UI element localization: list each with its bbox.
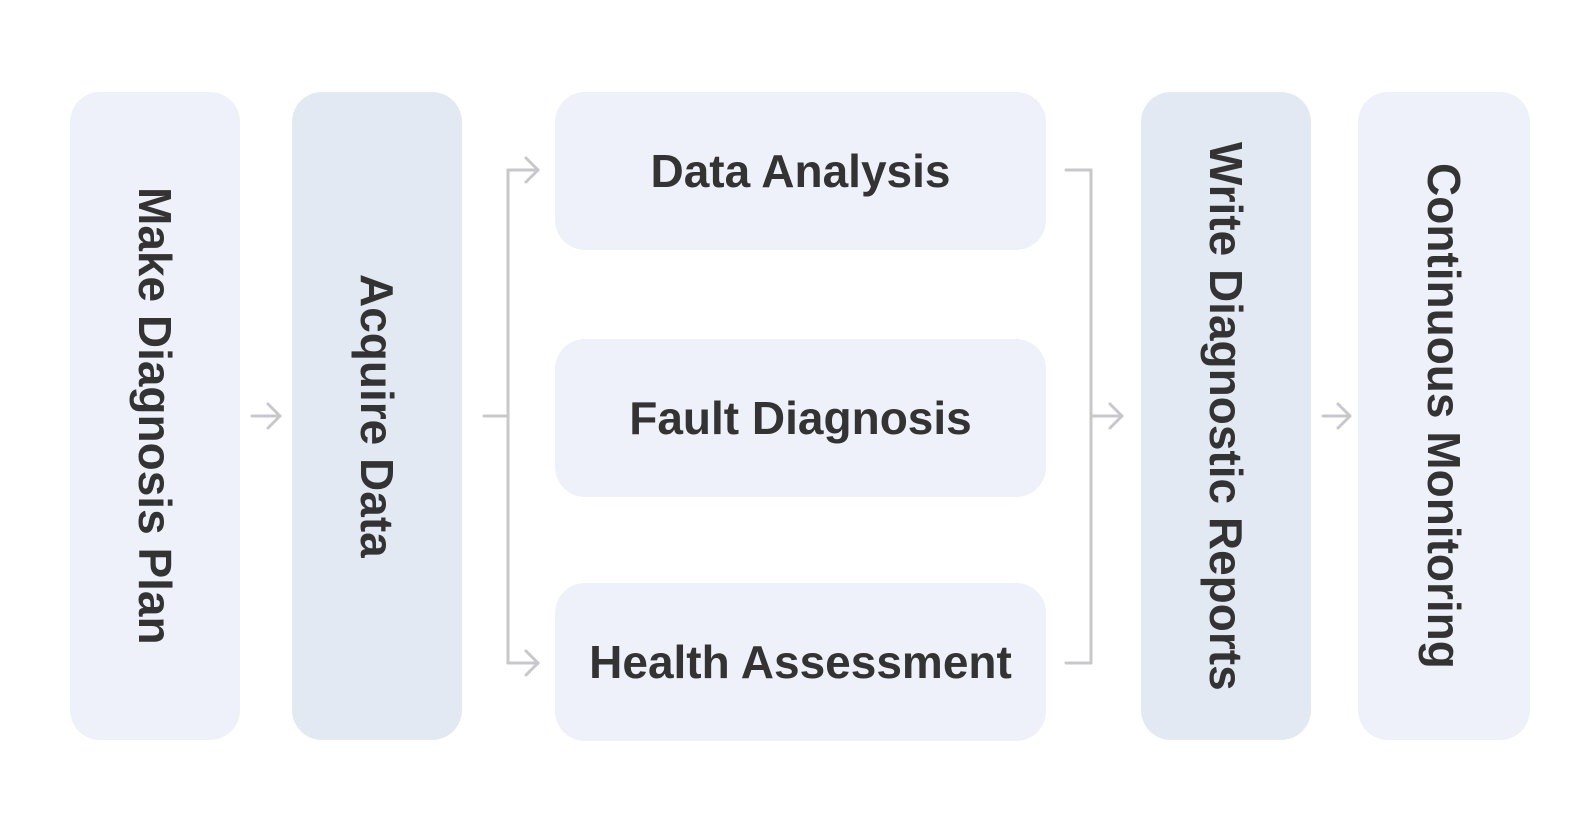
- arrow-to-write-reports: [1089, 402, 1124, 430]
- step-acquire-data: Acquire Data: [292, 92, 462, 740]
- arrow-reports-to-monitoring: [1321, 402, 1352, 430]
- step-label: Continuous Monitoring: [1418, 163, 1470, 669]
- step-data-analysis: Data Analysis: [555, 92, 1046, 250]
- step-continuous-monitoring: Continuous Monitoring: [1358, 92, 1530, 740]
- bracket-split: [482, 168, 510, 665]
- step-label: Health Assessment: [589, 636, 1012, 688]
- step-make-diagnosis-plan: Make Diagnosis Plan: [70, 92, 240, 740]
- arrow-to-health-assessment: [506, 649, 540, 677]
- step-health-assessment: Health Assessment: [555, 583, 1046, 741]
- step-label: Data Analysis: [650, 145, 951, 197]
- step-label: Acquire Data: [351, 274, 403, 558]
- step-label: Fault Diagnosis: [629, 392, 972, 444]
- step-label: Write Diagnostic Reports: [1200, 141, 1252, 691]
- step-fault-diagnosis: Fault Diagnosis: [555, 339, 1046, 497]
- arrow-to-data-analysis: [506, 156, 540, 184]
- arrow-plan-to-acquire: [250, 402, 282, 430]
- step-label: Make Diagnosis Plan: [129, 187, 181, 645]
- step-write-diagnostic-reports: Write Diagnostic Reports: [1141, 92, 1311, 740]
- bracket-merge: [1064, 168, 1093, 665]
